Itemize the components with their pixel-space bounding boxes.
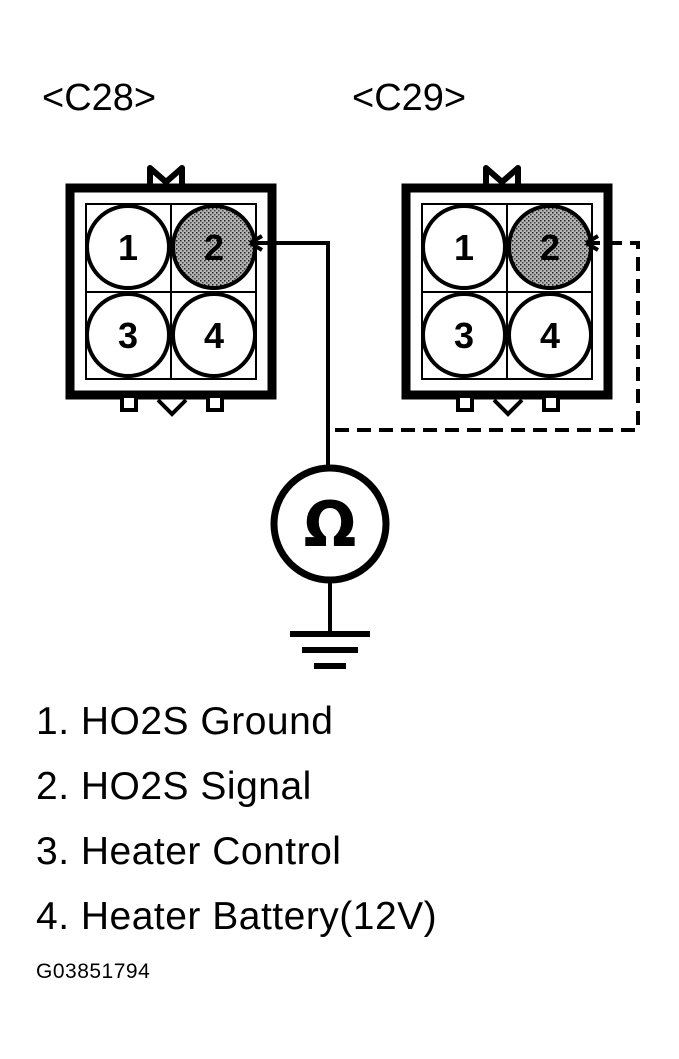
- connector-c28-pin-4-label: 4: [204, 315, 224, 356]
- connector-c28-pin-1: [85, 204, 171, 290]
- connector-c29-pin-4: [507, 292, 593, 378]
- legend-item: 4. Heater Battery(12V): [36, 895, 438, 938]
- legend-item: 2. HO2S Signal: [36, 765, 312, 808]
- pin-legend: 1. HO2S Ground 2. HO2S Signal 3. Heater …: [36, 694, 437, 954]
- connector-c29-pin-4-label: 4: [540, 315, 560, 356]
- connector-c28-pin-3: [85, 292, 171, 378]
- connector-c29-pin-2-label: 2: [540, 227, 560, 268]
- legend-item: 1. HO2S Ground: [36, 700, 334, 743]
- connector-c28-lock-tab: [147, 165, 185, 188]
- connector-c29-label: <C29>: [352, 77, 466, 119]
- connector-c28-pin-2-label: 2: [204, 227, 224, 268]
- connector-c29-lock-tab: [483, 165, 521, 188]
- connector-c29-pin-3-label: 3: [454, 315, 474, 356]
- connector-c28-pin-1-label: 1: [118, 227, 138, 268]
- connector-c29: <C29> 1 2 3 4: [352, 77, 613, 417]
- ohmmeter-icon: Ω: [270, 464, 390, 584]
- figure-code: G03851794: [36, 960, 151, 983]
- ground-icon: [290, 631, 370, 669]
- connector-c29-pin-1: [421, 204, 507, 290]
- connector-c29-pin-3: [421, 292, 507, 378]
- connector-c28-label: <C28>: [42, 77, 156, 119]
- connector-c28-pin-4: [171, 292, 257, 378]
- connector-c28: <C28> 1 2 3 4: [42, 77, 277, 417]
- ohmmeter-symbol: Ω: [304, 488, 357, 561]
- wire-c28-pin2-to-meter: [250, 241, 330, 465]
- legend-item: 3. Heater Control: [36, 830, 342, 873]
- wire-c29-pin2-to-meter: [328, 241, 640, 432]
- connector-c28-pin-3-label: 3: [118, 315, 138, 356]
- connector-c29-pin-1-label: 1: [454, 227, 474, 268]
- connector-diagram: <C28> 1 2 3 4 <C29> 1: [42, 77, 640, 669]
